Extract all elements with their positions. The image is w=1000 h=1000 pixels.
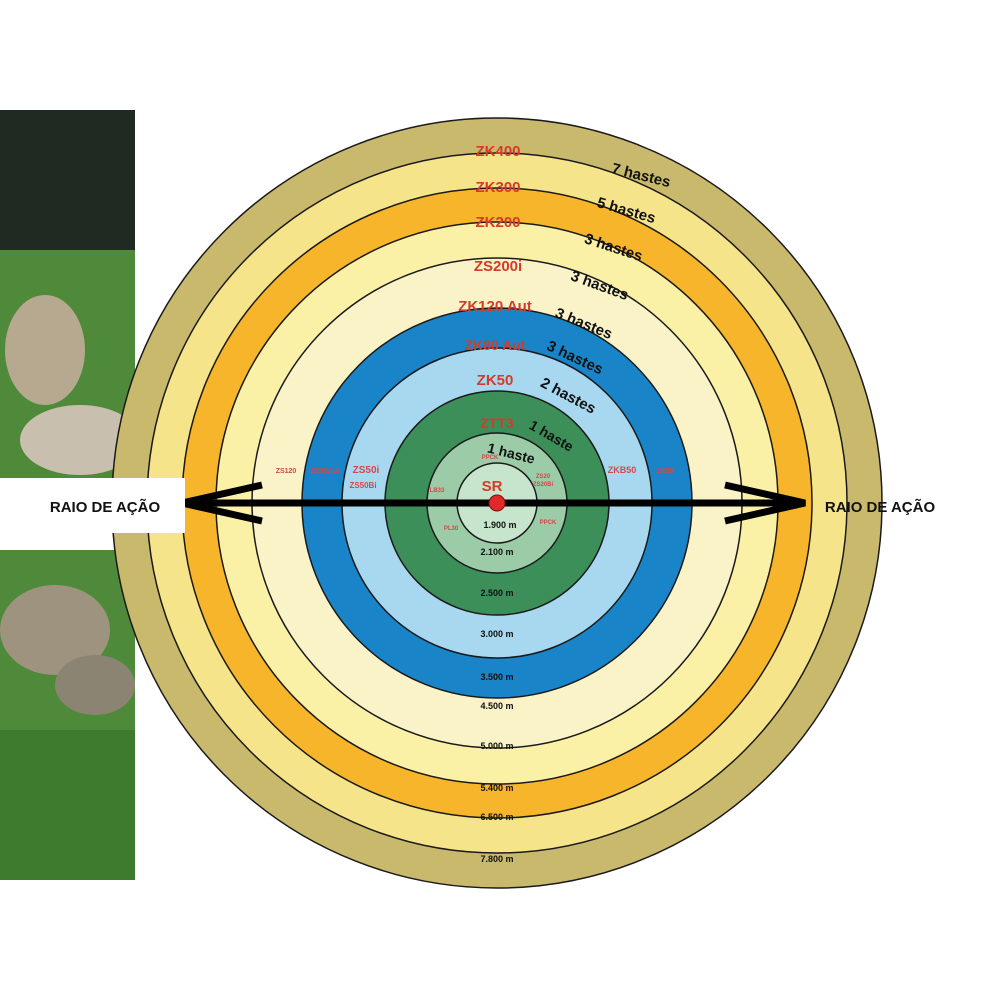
ring-model-label: ZS200i bbox=[474, 258, 522, 275]
small-model-label: PPCK bbox=[540, 520, 557, 526]
small-model-label: ZS50Bi bbox=[349, 481, 376, 490]
ring-model-label: ZK400 bbox=[475, 143, 520, 160]
small-model-label: ZS50i bbox=[353, 465, 380, 476]
ring-range-label: 5.400 m bbox=[480, 783, 513, 793]
small-model-label: PL30 bbox=[444, 526, 459, 532]
ring-range-label: 7.800 m bbox=[480, 854, 513, 864]
small-model-label: ZK50 bbox=[656, 468, 673, 475]
small-model-label: ZKB50 bbox=[608, 465, 637, 475]
ring-range-label: 2.500 m bbox=[480, 588, 513, 598]
ring-model-label: ZK120 Aut bbox=[458, 298, 532, 315]
center-dot bbox=[488, 494, 506, 512]
left-action-radius-label: RAIO DE AÇÃO bbox=[50, 498, 161, 516]
center-label: SR bbox=[482, 478, 503, 495]
ring-range-label: 3.000 m bbox=[480, 629, 513, 639]
ring-range-label: 2.100 m bbox=[480, 547, 513, 557]
ring-model-label: ZK80 Aut bbox=[465, 337, 526, 353]
ring-range-label: 4.500 m bbox=[480, 701, 513, 711]
small-model-label: PPCK bbox=[482, 455, 499, 461]
right-action-radius-label: RAIO DE AÇÃO bbox=[825, 498, 936, 516]
small-model-label: ZS120 bbox=[276, 468, 297, 475]
cows-photo bbox=[0, 110, 135, 880]
small-model-label: ZK80Aut bbox=[311, 468, 340, 475]
small-model-label: ZS20 bbox=[536, 474, 551, 480]
ring-model-label: ZTT3 bbox=[480, 415, 514, 431]
ring-range-label: 1.900 m bbox=[483, 520, 516, 530]
left-label-background bbox=[0, 478, 185, 533]
ring-model-label: ZK50 bbox=[477, 372, 514, 389]
small-model-label: LB33 bbox=[430, 488, 445, 494]
ring-range-label: 5.000 m bbox=[480, 741, 513, 751]
ring-model-label: ZK300 bbox=[475, 179, 520, 196]
ring-model-label: ZK200 bbox=[475, 214, 520, 231]
small-model-label: ZS20Bi bbox=[533, 482, 554, 488]
ring-range-label: 6.500 m bbox=[480, 812, 513, 822]
ring-range-label: 3.500 m bbox=[480, 672, 513, 682]
